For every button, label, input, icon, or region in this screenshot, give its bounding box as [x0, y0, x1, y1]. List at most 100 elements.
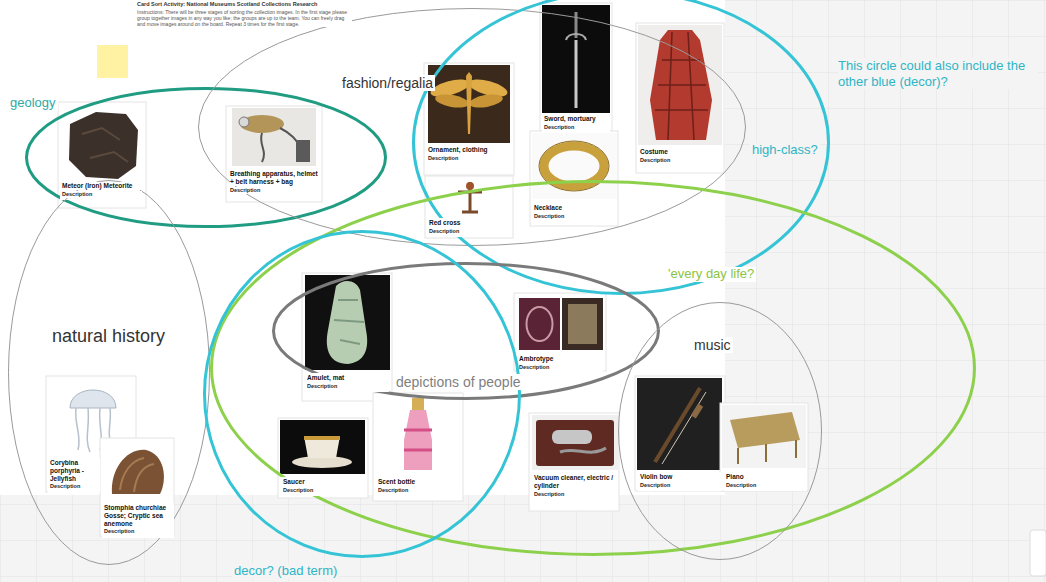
group-label: depictions of people — [394, 374, 523, 390]
object-card: Vacuum cleaner, electric / cylinderDescr… — [532, 473, 616, 500]
bow-stick — [655, 388, 700, 462]
group-ellipse: depictions of peopleAmulet, matDescripti… — [272, 262, 660, 400]
object-card: AmbrotypeDescription — [517, 354, 603, 373]
photo-ground — [280, 420, 365, 474]
cup-picture — [304, 436, 340, 458]
sword-blade — [575, 40, 578, 108]
card-description: Description — [230, 187, 318, 194]
card-title: Vacuum cleaner, electric / cylinder — [534, 474, 614, 490]
card-description: Description — [544, 124, 608, 131]
photo-ground — [532, 415, 618, 470]
ellipse-outline — [25, 87, 387, 228]
object-card: NecklaceDescription — [532, 203, 616, 222]
card-description: Description — [640, 157, 720, 164]
card-description: Description — [519, 364, 601, 371]
vacuum-case — [536, 420, 614, 466]
object-card: Amulet, matDescription — [305, 373, 389, 392]
card-title: Breathing apparatus, helmet + belt harne… — [230, 170, 318, 186]
card-description: Description — [307, 383, 387, 390]
card-ground — [635, 376, 725, 491]
photo-ground — [532, 133, 617, 199]
necklace-picture — [544, 146, 604, 186]
card-title: Scent bottle — [378, 478, 458, 486]
card-ground — [373, 393, 463, 501]
object-card: Breathing apparatus, helmet + belt harne… — [228, 169, 320, 196]
object-card: Scent bottleDescription — [376, 477, 460, 496]
board-title: Card Sort Activity: National Museums Sco… — [137, 1, 352, 8]
object-card: Corybina porphyria - JellyfishDescriptio… — [48, 458, 100, 493]
group-ellipse: high-class?Ornament, clothingDescription… — [412, 0, 830, 295]
card-title: Piano — [726, 473, 804, 481]
helmet-picture — [240, 115, 284, 133]
card-ground — [530, 131, 618, 226]
card-ground — [529, 413, 619, 511]
card-title: Ambrotype — [519, 355, 601, 363]
photo-ground — [722, 405, 806, 468]
group-ellipse: decor? (bad term)SaucerDescriptionScent … — [203, 230, 521, 558]
card-description: Description — [534, 213, 614, 220]
card-title: Ornament, clothing — [428, 146, 510, 154]
vacuum-cylinder — [552, 430, 592, 444]
object-card: Sword, mortuaryDescription — [542, 114, 610, 133]
card-ground — [514, 293, 606, 371]
bottle-cap — [412, 398, 424, 410]
group-label: music — [692, 337, 733, 353]
card-description: Description — [429, 228, 509, 235]
object-card: Meteor (Iron) MeteoriteDescription — [60, 181, 144, 200]
group-label: geology — [8, 96, 58, 111]
case-lid — [519, 298, 560, 350]
group-outline — [27, 89, 386, 227]
anemone-picture — [112, 450, 164, 494]
card-description: Description — [283, 487, 363, 494]
card-title: Sword, mortuary — [544, 115, 608, 123]
instructions-note: Instructions: There will be three stages… — [137, 9, 352, 27]
object-card: Stomphia churchiae Gosse; Cryptic sea an… — [102, 503, 174, 538]
costume-picture — [650, 30, 712, 140]
sword-guard — [566, 34, 586, 40]
group-ellipse: natural historyCorybina porphyria - Jell… — [8, 180, 210, 565]
group-ellipse: musicViolin bowDescriptionPianoDescripti… — [618, 302, 822, 560]
card-description: Description — [378, 487, 458, 494]
group-label: high-class? — [750, 143, 820, 158]
piano-legs — [738, 440, 796, 464]
cross-picture — [458, 182, 482, 212]
card-title: Amulet, mat — [307, 374, 387, 382]
card-description: Description — [50, 483, 98, 490]
card-title: Saucer — [283, 478, 363, 486]
card-description: Description — [640, 482, 720, 489]
card-description: Description — [62, 191, 142, 198]
card-ground — [302, 273, 392, 401]
card-ground — [226, 106, 322, 202]
wing-picture — [434, 92, 470, 110]
ellipse-outline — [198, 8, 746, 246]
card-description: Description — [726, 482, 804, 489]
group-ellipse: geologyMeteor (Iron) MeteoriteDescriptio… — [25, 87, 387, 228]
group-outline — [212, 182, 975, 555]
dragonfly-body — [466, 72, 472, 134]
card-ground — [58, 102, 146, 208]
anemone-ridges — [120, 458, 154, 492]
sticky-note — [97, 45, 128, 78]
photo-ground — [232, 108, 316, 166]
card-description: Description — [428, 155, 510, 162]
object-card: Ornament, clothingDescription — [426, 145, 512, 164]
card-ground — [636, 23, 724, 173]
card-ground — [720, 403, 808, 491]
bag-picture — [296, 140, 310, 162]
hose-picture — [261, 128, 300, 162]
card-title: Stomphia churchiae Gosse; Cryptic sea an… — [104, 504, 172, 527]
cup-band — [304, 436, 340, 440]
card-description: Description — [104, 528, 172, 535]
comment-note: This circle could also include the other… — [838, 58, 1038, 89]
group-label: natural history — [50, 326, 167, 347]
portrait-plate — [568, 304, 597, 344]
bow-frog — [691, 403, 704, 418]
group-outline — [199, 9, 746, 246]
card-title: Costume — [640, 148, 720, 156]
photo-ground — [542, 5, 610, 113]
bottle-bands — [404, 430, 432, 450]
case-ornament — [527, 307, 553, 341]
